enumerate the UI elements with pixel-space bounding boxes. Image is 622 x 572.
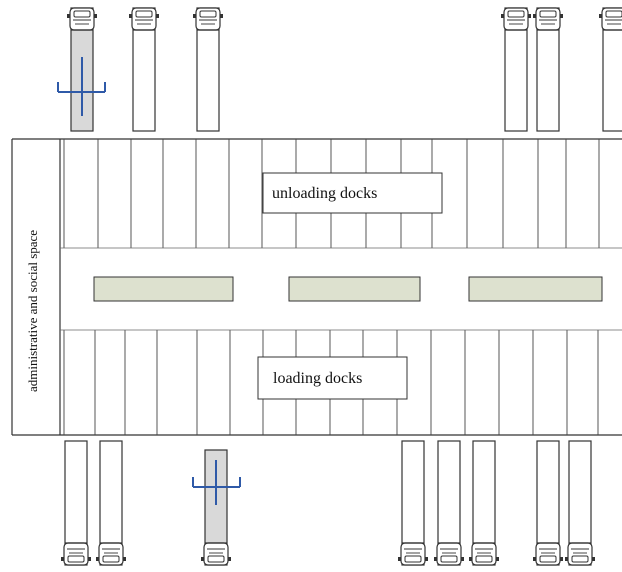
svg-text:unloading docks: unloading docks [272,185,377,202]
forklift-icon [57,57,106,116]
building [11,138,622,436]
svg-text:loading docks: loading docks [273,370,362,387]
truck-icon [599,7,622,132]
trucks-bottom-row [61,440,595,566]
storage-rack-3 [468,276,603,302]
truck-icon [469,440,499,566]
truck-icon [61,440,91,566]
storage-rack-2 [288,276,421,302]
forklift-icon [192,460,241,505]
truck-icon [96,440,126,566]
storage-rack-1 [93,276,234,302]
truck-icon [565,440,595,566]
truck-icon [533,7,563,132]
truck-icon [398,440,428,566]
truck-icon [501,7,531,132]
truck-icon [434,440,464,566]
truck-icon [533,440,563,566]
truck-icon [193,7,223,132]
unloading-docks-label: unloading docks [262,172,443,214]
truck-icon [129,7,159,132]
trucks-top-row [67,7,622,132]
loading-docks-label: loading docks [257,356,408,400]
truck-icon [201,449,231,566]
admin-space-label: administrative and social space [25,230,40,392]
